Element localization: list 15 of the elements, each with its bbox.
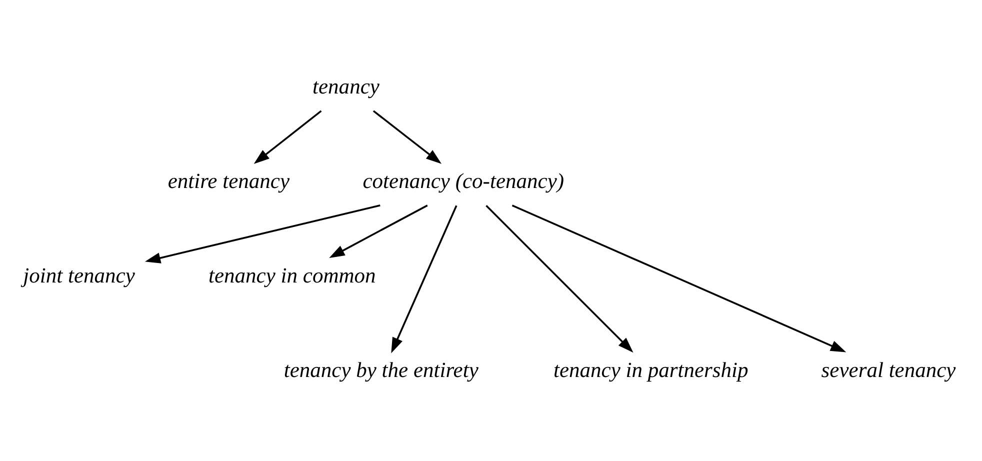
node-text: entire tenancy <box>168 168 290 192</box>
arrow <box>391 204 458 353</box>
arrow <box>512 204 846 352</box>
arrow <box>329 204 428 258</box>
arrow <box>144 204 380 263</box>
node-text: tenancy by the entirety <box>284 357 478 382</box>
node-text: cotenancy (co-tenancy) <box>362 168 564 192</box>
node-text: several tenancy <box>821 357 956 382</box>
node-text: joint tenancy <box>23 262 135 287</box>
node-text: tenancy <box>312 74 380 98</box>
node-text: tenancy in partnership <box>553 357 748 382</box>
arrow <box>372 110 442 164</box>
arrow <box>486 204 634 352</box>
node-text: tenancy in common <box>208 262 376 287</box>
arrow <box>254 110 322 164</box>
